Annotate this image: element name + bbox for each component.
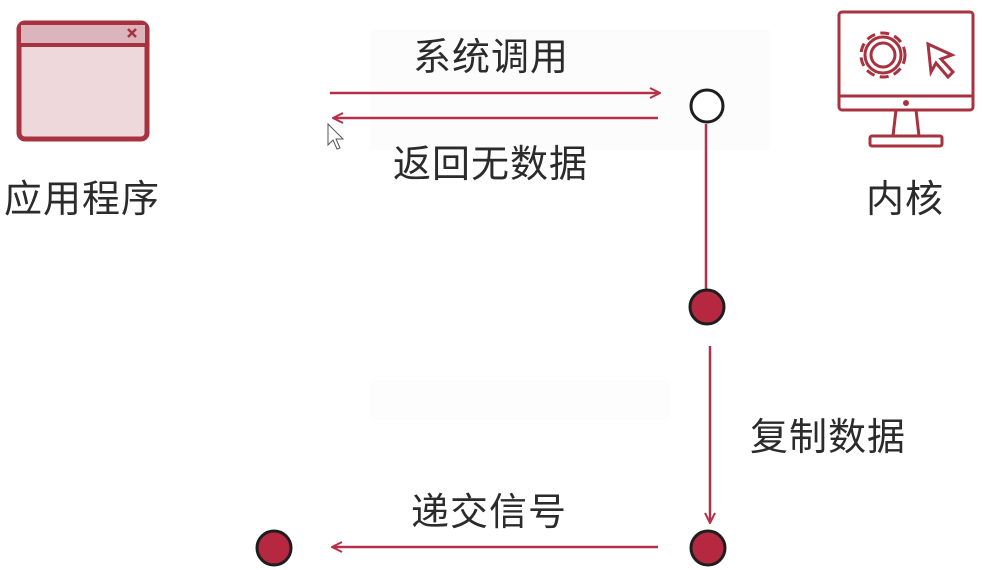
kernel-label: 内核 <box>866 177 945 221</box>
computer-monitor-gear-cursor-icon <box>837 10 975 148</box>
start-node <box>689 88 725 124</box>
background-patch <box>370 380 670 420</box>
application-window-icon <box>16 20 150 142</box>
app-signal-node <box>255 529 293 567</box>
deliver-signal-label: 递交信号 <box>411 490 568 534</box>
system-call-label: 系统调用 <box>413 35 570 79</box>
data-ready-node <box>688 288 726 326</box>
application-label: 应用程序 <box>4 177 161 221</box>
mouse-pointer-icon <box>327 122 345 150</box>
copy-done-node <box>689 529 727 567</box>
return-no-data-label: 返回无数据 <box>393 142 589 186</box>
copy-data-label: 复制数据 <box>750 415 907 459</box>
